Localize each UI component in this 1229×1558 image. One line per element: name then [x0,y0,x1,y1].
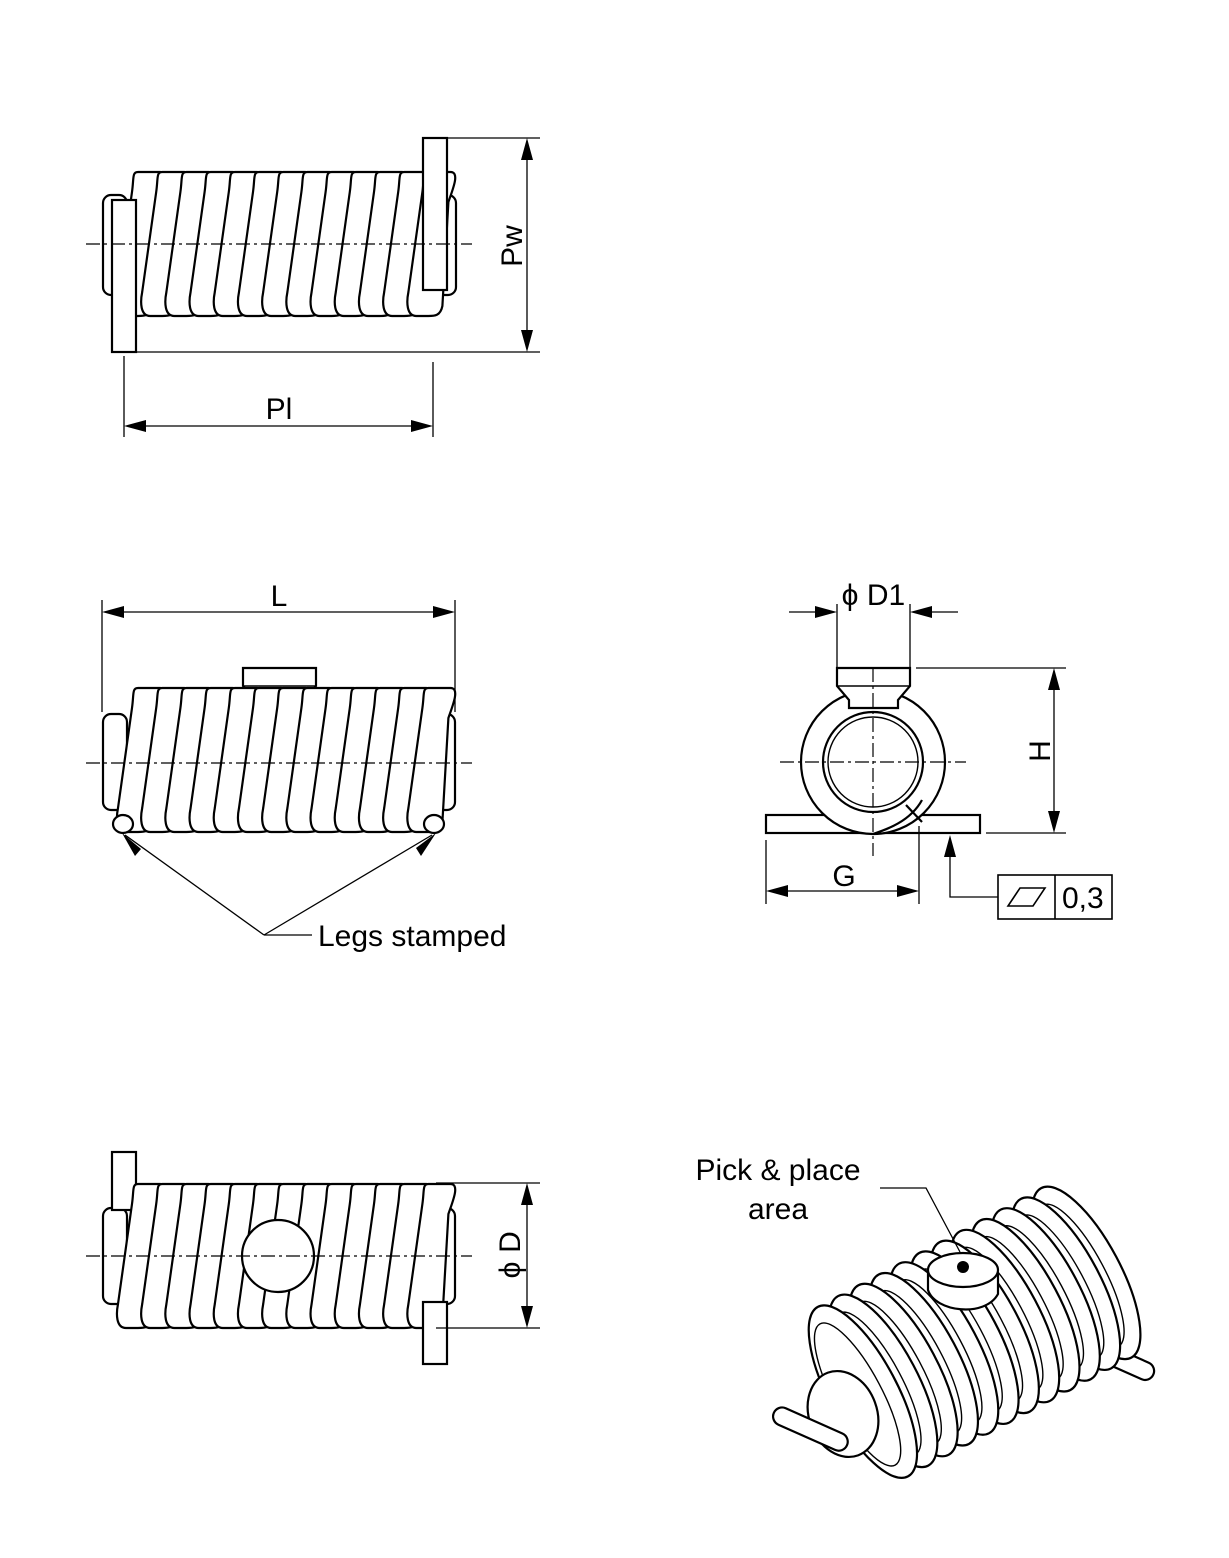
coil-windings [115,686,457,834]
diameter-symbol: ϕ [842,579,859,612]
d1-label: D1 [867,579,905,612]
legs-stamped-label: Legs stamped [318,920,506,953]
pw-label: Pw [496,225,529,267]
flatness-value: 0,3 [1062,882,1104,915]
pl-label: Pl [266,393,293,426]
parallelogram-icon [1006,887,1047,907]
g-label: G [832,860,855,893]
side-view: ϕ D1 H G 0,3 [764,579,1113,920]
pick-place-pad-circle [240,1218,316,1294]
top-view: Pw Pl [86,136,540,437]
leg-left [110,198,138,354]
stamped-leg-left [111,813,135,835]
d-label: D [494,1231,527,1253]
pick-place-dot [957,1261,969,1273]
diameter-symbol: ϕ [494,1262,527,1279]
leg-front [771,1406,849,1452]
leg-right [421,136,449,292]
bottom-view: ϕ D [86,1150,540,1366]
pick-place-label-line1: Pick & place [695,1154,860,1187]
h-label: H [1024,740,1057,762]
stamped-leg-right [422,813,446,835]
pick-place-label-line2: area [748,1193,808,1226]
isometric-view: Pick & place area [695,1154,1156,1479]
front-view: L Legs stamped [86,580,506,953]
coil-windings [115,170,457,318]
l-label: L [271,580,288,613]
leg-right [421,1300,449,1366]
